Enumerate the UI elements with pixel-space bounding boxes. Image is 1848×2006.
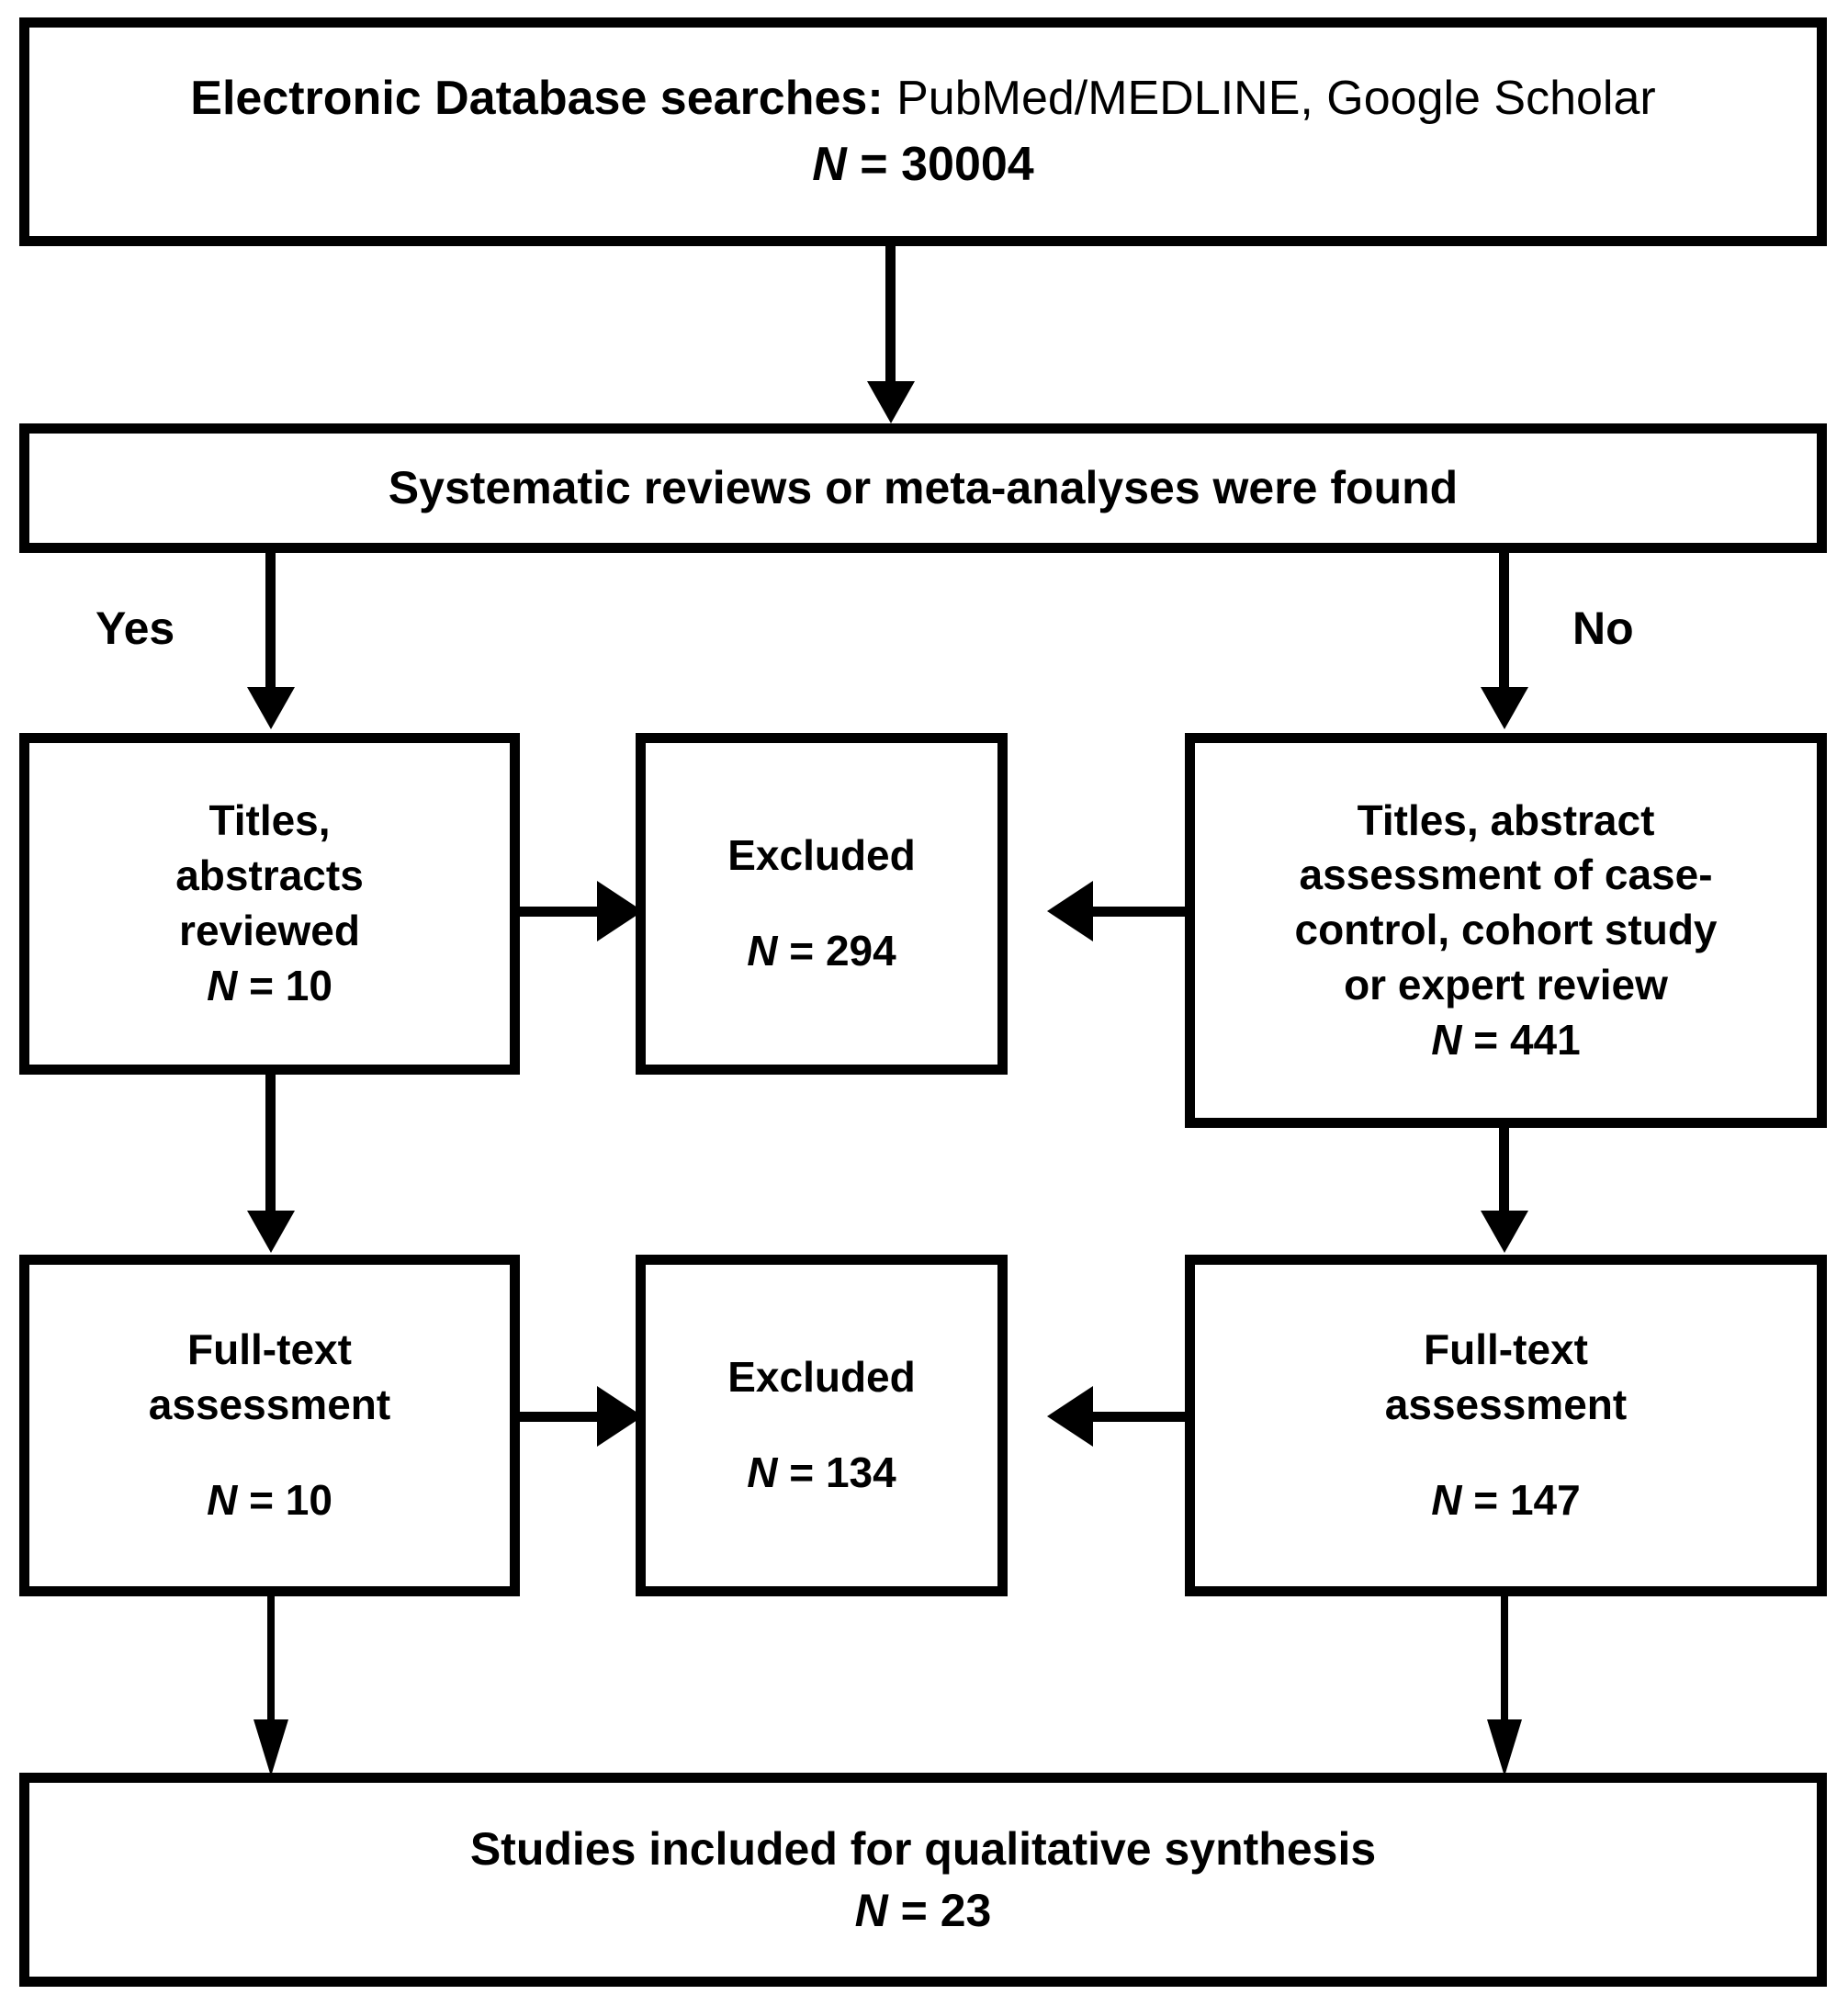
node-fulltext-left-line2: assessment [148, 1381, 391, 1429]
node-included-n-symbol: N [854, 1884, 888, 1936]
node-excluded-2-n-symbol: N [747, 1448, 778, 1496]
node-database-title: Electronic Database searches: PubMed/MED… [29, 66, 1817, 132]
node-excluded-1-n-value: = 294 [777, 926, 896, 975]
connector-database-to-question-arrowhead [867, 381, 915, 423]
connector-question-to-titles-left-arrowhead [247, 687, 295, 729]
node-included-n-value: = 23 [887, 1884, 992, 1936]
node-titles-left-count: N = 10 [29, 959, 510, 1014]
node-question-label: Systematic reviews or meta-analyses were… [388, 462, 1459, 513]
node-full-text-assessment-right[interactable]: Full-text assessment N = 147 [1185, 1255, 1827, 1596]
node-titles-right-line1: Titles, abstract [1357, 795, 1655, 844]
connector-question-to-titles-right-line [1499, 553, 1509, 689]
connector-fulltext-right-to-included-line [1501, 1596, 1508, 1725]
connector-titles-left-to-fulltext-left-arrowhead [247, 1211, 295, 1253]
node-systematic-reviews-question[interactable]: Systematic reviews or meta-analyses were… [19, 423, 1827, 553]
node-excluded-1-count: N = 294 [646, 924, 997, 979]
node-database-n-symbol: N [812, 137, 847, 191]
node-included-label: Studies included for qualitative synthes… [469, 1822, 1377, 1875]
node-titles-right-line2: assessment of case- [1299, 851, 1713, 899]
node-excluded-294[interactable]: Excluded N = 294 [636, 733, 1008, 1075]
node-excluded-1-label: Excluded [727, 831, 916, 880]
node-database-title-bold: Electronic Database searches: [190, 71, 884, 125]
node-titles-right-line4: or expert review [1344, 960, 1668, 1009]
node-full-text-assessment-left[interactable]: Full-text assessment N = 10 [19, 1255, 520, 1596]
connector-fulltext-right-to-excluded2-line [1091, 1412, 1185, 1422]
connector-titles-left-to-excluded1-arrowhead [597, 881, 643, 941]
node-fulltext-right-n-value: = 147 [1461, 1475, 1581, 1524]
node-excluded-2-label: Excluded [727, 1353, 916, 1402]
connector-question-to-titles-right-arrowhead [1481, 687, 1528, 729]
node-fulltext-right-line2: assessment [1384, 1381, 1628, 1429]
connector-fulltext-left-to-excluded2-line [520, 1412, 603, 1422]
node-electronic-database-searches[interactable]: Electronic Database searches: PubMed/MED… [19, 17, 1827, 246]
connector-titles-right-to-excluded1-arrowhead [1047, 881, 1093, 941]
node-database-count: N = 30004 [29, 132, 1817, 198]
connector-fulltext-right-to-excluded2-arrowhead [1047, 1386, 1093, 1447]
node-titles-left-line3: reviewed [179, 907, 360, 954]
node-titles-left-n-symbol: N [207, 961, 238, 1009]
node-titles-left-line1: Titles, [208, 796, 331, 845]
branch-label-yes: Yes [96, 603, 175, 654]
node-excluded-1-n-symbol: N [747, 926, 778, 975]
node-titles-right-n-value: = 441 [1461, 1015, 1581, 1064]
node-titles-left-line2: abstracts [175, 851, 364, 900]
connector-titles-right-to-excluded1-line [1091, 907, 1185, 917]
node-included-count: N = 23 [29, 1880, 1817, 1942]
node-titles-right-n-symbol: N [1431, 1015, 1462, 1064]
node-database-n-value: = 30004 [846, 137, 1034, 191]
node-titles-abstract-assessment-case-control[interactable]: Titles, abstract assessment of case- con… [1185, 733, 1827, 1128]
node-fulltext-left-n-value: = 10 [237, 1475, 332, 1524]
connector-fulltext-left-to-excluded2-arrowhead [597, 1386, 643, 1447]
connector-question-to-titles-left-line [265, 553, 276, 689]
node-titles-abstracts-reviewed[interactable]: Titles, abstracts reviewed N = 10 [19, 733, 520, 1075]
node-excluded-2-n-value: = 134 [777, 1448, 896, 1496]
connector-fulltext-left-to-included-line [267, 1596, 275, 1725]
connector-titles-left-to-fulltext-left-line [265, 1075, 276, 1212]
node-fulltext-left-n-symbol: N [207, 1475, 238, 1524]
node-fulltext-left-count: N = 10 [29, 1473, 510, 1528]
connector-fulltext-left-to-included-arrowhead [254, 1719, 288, 1776]
node-excluded-2-count: N = 134 [646, 1446, 997, 1501]
node-titles-right-line3: control, cohort study [1294, 906, 1718, 954]
branch-label-no: No [1572, 603, 1634, 654]
node-titles-right-count: N = 441 [1195, 1013, 1817, 1068]
connector-titles-right-to-fulltext-right-arrowhead [1481, 1211, 1528, 1253]
connector-database-to-question-line [885, 246, 896, 384]
connector-titles-left-to-excluded1-line [520, 907, 603, 917]
connector-titles-right-to-fulltext-right-line [1499, 1128, 1509, 1212]
node-fulltext-left-line1: Full-text [187, 1325, 352, 1374]
connector-fulltext-right-to-included-arrowhead [1487, 1719, 1522, 1776]
node-titles-left-n-value: = 10 [237, 961, 332, 1009]
node-fulltext-right-count: N = 147 [1195, 1473, 1817, 1528]
node-excluded-134[interactable]: Excluded N = 134 [636, 1255, 1008, 1596]
node-database-title-rest: PubMed/MEDLINE, Google Scholar [883, 71, 1656, 125]
node-fulltext-right-n-symbol: N [1431, 1475, 1462, 1524]
node-fulltext-right-line1: Full-text [1424, 1325, 1588, 1374]
node-studies-included-qualitative-synthesis[interactable]: Studies included for qualitative synthes… [19, 1773, 1827, 1987]
